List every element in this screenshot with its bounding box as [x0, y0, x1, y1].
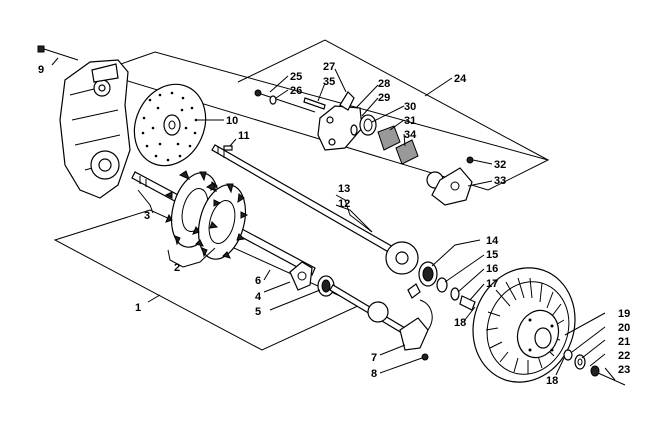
callout-35: 35 [323, 76, 335, 88]
callout-24: 24 [454, 73, 467, 85]
callout-25: 25 [290, 71, 302, 83]
callout-22: 22 [618, 350, 630, 362]
callout-28: 28 [378, 78, 390, 90]
callout-4: 4 [255, 291, 262, 303]
callout-6: 6 [255, 275, 261, 287]
caliper-bolts [254, 89, 326, 113]
track-driver-sprockets [164, 170, 249, 260]
chaincase-housing [59, 59, 131, 199]
leader-lines [51, 57, 616, 381]
callout-21: 21 [618, 336, 630, 348]
callout-1: 1 [135, 302, 141, 314]
bolt-9 [37, 45, 79, 61]
pulley-fasteners [563, 349, 626, 386]
callout-12: 12 [338, 198, 350, 210]
callout-27: 27 [323, 61, 335, 73]
group-24-rear-outline [237, 39, 549, 161]
callout-10: 10 [226, 115, 238, 127]
upper-sprocket [385, 241, 419, 275]
callout-18-lower: 18 [546, 375, 558, 387]
callout-31: 31 [404, 115, 416, 127]
bearing-stack [418, 261, 476, 311]
callout-18-upper: 18 [454, 317, 466, 329]
callout-16: 16 [486, 263, 498, 275]
callout-15: 15 [486, 249, 498, 261]
speed-sensor [399, 283, 433, 361]
callout-19: 19 [618, 308, 630, 320]
callout-14: 14 [486, 235, 499, 247]
brake-disc [133, 83, 207, 167]
driven-pulley [472, 267, 576, 383]
callout-30: 30 [404, 101, 416, 113]
callout-2: 2 [174, 262, 180, 274]
callout-26: 26 [290, 85, 302, 97]
callout-5: 5 [255, 306, 261, 318]
callout-11: 11 [238, 130, 250, 142]
callout-17: 17 [486, 278, 498, 290]
callout-32: 32 [494, 159, 506, 171]
key-11 [223, 145, 233, 151]
callout-7: 7 [371, 352, 377, 364]
lower-shaft [329, 284, 406, 334]
callout-9: 9 [38, 64, 44, 76]
callout-29: 29 [378, 92, 390, 104]
callout-labels: 1 2 3 4 5 6 7 8 9 10 11 12 13 14 15 16 1… [38, 61, 630, 387]
callout-23: 23 [618, 364, 630, 376]
callout-34: 34 [404, 129, 417, 141]
callout-13: 13 [338, 183, 350, 195]
callout-33: 33 [494, 175, 506, 187]
callout-3: 3 [144, 210, 150, 222]
callout-8: 8 [371, 368, 377, 380]
callout-20: 20 [618, 322, 630, 334]
